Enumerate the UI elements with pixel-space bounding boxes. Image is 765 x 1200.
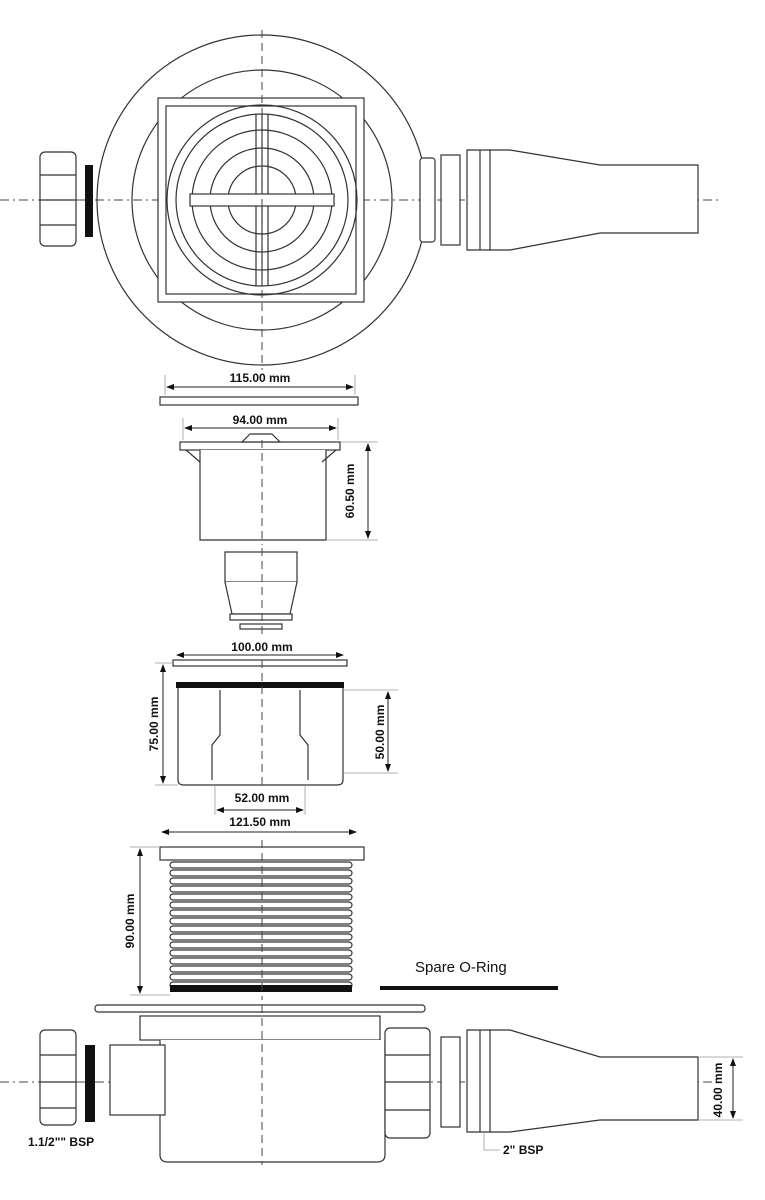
dim-pipe-diameter: 40.00 mm	[711, 1063, 725, 1118]
dim-outlet-width: 52.00 mm	[235, 791, 290, 805]
trap-body: 100.00 mm 75.00 mm 50.00 mm 52.00 mm	[147, 640, 398, 815]
riser-rib	[169, 909, 353, 917]
top-view	[0, 30, 720, 370]
riser-rib	[169, 885, 353, 893]
dim-grate-width: 94.00 mm	[233, 413, 288, 427]
trap-insert: 94.00 mm 60.50 mm	[179, 413, 378, 545]
left-thread-label: 1.1/2"" BSP	[28, 1135, 94, 1149]
riser-rib	[169, 901, 353, 909]
riser: 121.50 mm 90.00 mm	[123, 815, 365, 1000]
dim-body-width: 100.00 mm	[231, 640, 292, 654]
riser-rib	[169, 893, 353, 901]
nut-left-top	[39, 151, 77, 247]
riser-rib	[169, 973, 353, 981]
right-thread-label: 2" BSP	[503, 1143, 543, 1157]
riser-rib	[169, 933, 353, 941]
water-seal	[224, 548, 298, 634]
spare-oring: Spare O-Ring	[380, 959, 558, 990]
riser-rib	[169, 957, 353, 965]
riser-rib	[169, 869, 353, 877]
riser-rib	[169, 941, 353, 949]
spare-oring-label: Spare O-Ring	[415, 959, 507, 976]
riser-rib	[169, 877, 353, 885]
riser-rib	[169, 861, 353, 869]
riser-rib	[169, 965, 353, 973]
dim-body-height: 75.00 mm	[147, 697, 161, 752]
dim-riser-height: 90.00 mm	[123, 894, 137, 949]
dim-cover-width: 115.00 mm	[230, 371, 291, 385]
dim-riser-width: 121.50 mm	[229, 815, 290, 829]
cover-plate: 115.00 mm	[159, 371, 359, 406]
bottom-assembly: 40.00 mm 1.1/2"" BSP 2" BSP	[0, 1004, 743, 1165]
dim-trap-height: 60.50 mm	[343, 464, 357, 519]
riser-rib	[169, 917, 353, 925]
riser-rib	[169, 925, 353, 933]
dim-inner-height: 50.00 mm	[373, 705, 387, 760]
riser-rib	[169, 949, 353, 957]
